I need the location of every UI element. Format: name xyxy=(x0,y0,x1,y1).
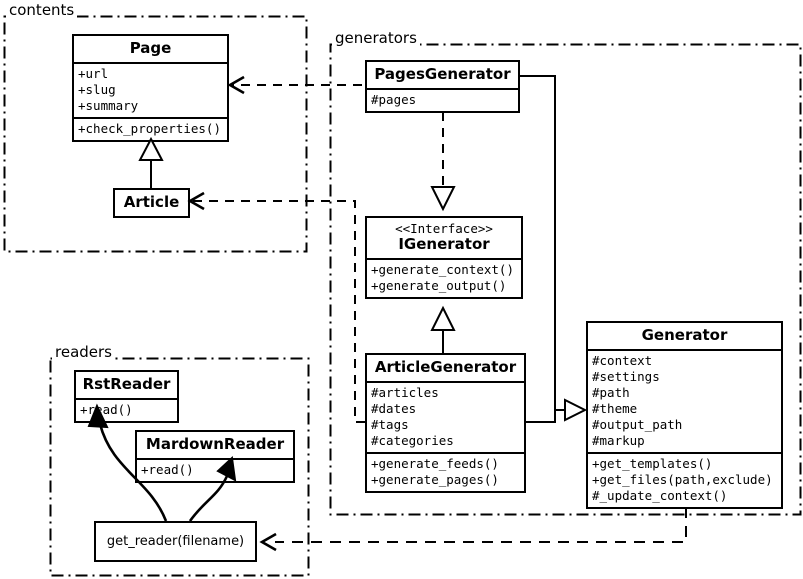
class-stereotype-igenerator: <<Interface>> xyxy=(395,221,493,236)
method-row: +generate_output() xyxy=(371,278,507,293)
package-border-generators xyxy=(329,43,802,516)
class-attributes-generator: #context#settings#path#theme#output_path… xyxy=(588,349,781,452)
class-name-rst_reader: RstReader xyxy=(82,375,171,393)
attribute-row: #path xyxy=(592,385,630,400)
class-name-igenerator: IGenerator xyxy=(398,235,490,253)
class-methods-article_generator: +generate_feeds()+generate_pages() xyxy=(367,452,524,491)
class-box-rst_reader[interactable]: RstReader+read() xyxy=(74,370,179,423)
method-row: +generate_context() xyxy=(371,262,514,277)
class-attributes-article_generator: #articles#dates#tags#categories xyxy=(367,381,524,452)
function-label-get_reader: get_reader(filename) xyxy=(106,534,245,549)
class-attributes-page: +url+slug+summary xyxy=(74,62,227,117)
class-name-page: Page xyxy=(129,39,172,57)
package-label-generators: generators xyxy=(332,30,420,46)
class-box-article_generator[interactable]: ArticleGenerator #articles#dates#tags#cat… xyxy=(365,353,526,493)
gen-articlegenerator-generator-line xyxy=(526,410,556,423)
class-name-article_generator: ArticleGenerator xyxy=(374,358,517,376)
attribute-row: #context xyxy=(592,353,653,368)
attribute-row: #settings xyxy=(592,369,660,384)
gen-article-page-arrowhead xyxy=(138,136,164,161)
dep-getreader-mardownreader-arrowhead xyxy=(216,455,237,482)
attribute-row: #pages xyxy=(371,92,417,107)
attribute-row: #theme xyxy=(592,401,638,416)
dep-generator-getreader-arrowhead xyxy=(259,532,277,552)
class-name-mardown_reader: MardownReader xyxy=(145,435,285,453)
package-label-readers: readers xyxy=(52,344,115,360)
class-box-igenerator[interactable]: <<Interface>>IGenerator +generate_context… xyxy=(365,216,523,299)
class-box-generator[interactable]: Generator #context#settings#path#theme#ou… xyxy=(586,321,783,509)
dep-generator-getreader-line xyxy=(275,507,687,543)
class-box-pages_generator[interactable]: PagesGenerator #pages xyxy=(365,60,520,113)
package-label-contents: contents xyxy=(6,2,78,18)
package-border-contents xyxy=(3,15,308,253)
class-name-generator: Generator xyxy=(641,326,728,344)
class-box-mardown_reader[interactable]: MardownReader +read() xyxy=(135,430,295,483)
method-row: #_update_context() xyxy=(592,488,728,503)
class-name-article: Article xyxy=(123,193,180,211)
method-row: +get_files(path,exclude) xyxy=(592,472,773,487)
dep-articlegenerator-article-arrowhead xyxy=(187,191,205,211)
class-box-article[interactable]: Article xyxy=(113,188,190,218)
attribute-row: +summary xyxy=(78,98,139,113)
gen-articlegenerator-igenerator-arrowhead xyxy=(430,305,456,331)
dep-getreader-rstreader-line xyxy=(98,423,168,522)
class-methods-igenerator: +generate_context()+generate_output() xyxy=(367,258,521,297)
dep-getreader-mardownreader-line xyxy=(188,475,229,522)
attribute-row: +url xyxy=(78,66,109,81)
dep-pagesgenerator-page-arrowhead xyxy=(227,75,245,95)
method-row: +generate_pages() xyxy=(371,472,499,487)
class-box-page[interactable]: Page +url+slug+summary +check_properties() xyxy=(72,34,229,142)
gen-generator-arrowhead xyxy=(564,398,588,422)
class-methods-mardown_reader: +read() xyxy=(137,458,293,481)
dep-articlegenerator-article-line xyxy=(192,200,365,423)
gen-pagesgenerator-generator-line xyxy=(520,75,556,410)
attribute-row: #articles xyxy=(371,385,439,400)
method-row: +check_properties() xyxy=(78,121,221,136)
attribute-row: +slug xyxy=(78,82,116,97)
package-border-readers xyxy=(49,357,310,577)
class-methods-generator: +get_templates()+get_files(path,exclude)… xyxy=(588,452,781,507)
real-pagesgenerator-igenerator-arrowhead xyxy=(430,186,456,212)
class-methods-page: +check_properties() xyxy=(74,117,227,140)
class-name-pages_generator: PagesGenerator xyxy=(374,65,511,83)
class-attributes-pages_generator: #pages xyxy=(367,88,518,111)
attribute-row: #output_path xyxy=(592,417,683,432)
attribute-row: #markup xyxy=(592,433,645,448)
method-row: +generate_feeds() xyxy=(371,456,499,471)
function-box-get_reader[interactable]: get_reader(filename) xyxy=(94,521,257,562)
dep-getreader-rstreader-arrowhead xyxy=(87,403,109,429)
method-row: +read() xyxy=(141,462,194,477)
method-row: +get_templates() xyxy=(592,456,713,471)
attribute-row: #categories xyxy=(371,433,454,448)
attribute-row: #dates xyxy=(371,401,417,416)
attribute-row: #tags xyxy=(371,417,409,432)
